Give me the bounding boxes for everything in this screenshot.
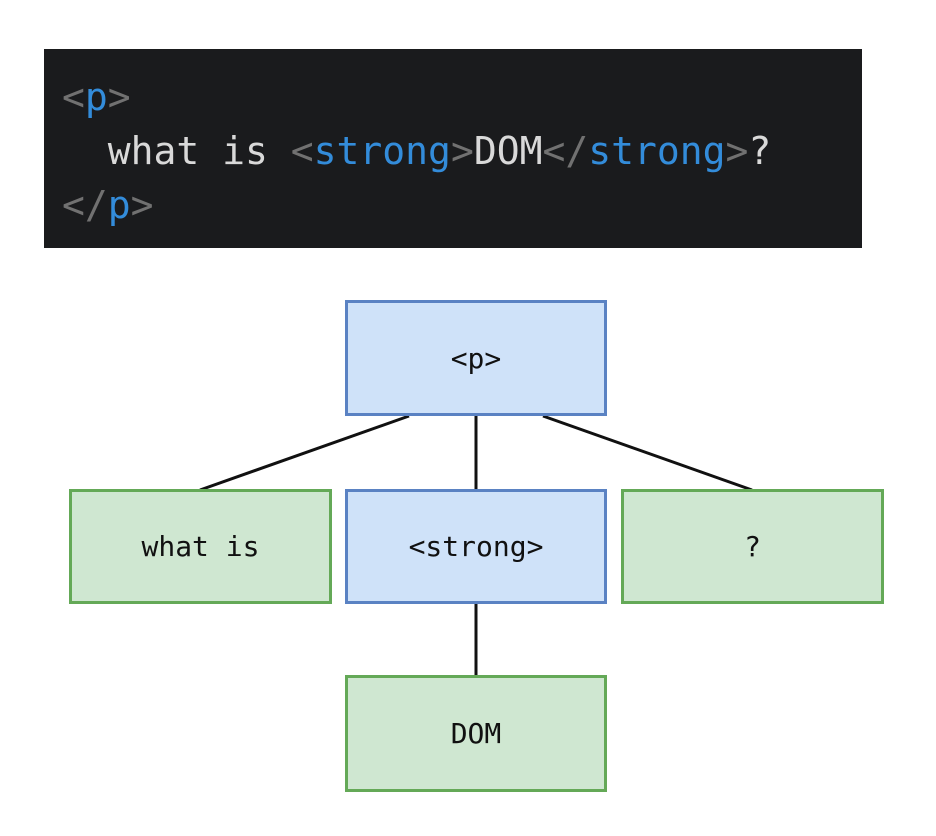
tree-node-dom: DOM [345, 675, 607, 792]
tree-node-label: what is [141, 530, 260, 563]
code-token: </ [62, 183, 108, 227]
code-token: > [450, 129, 474, 173]
code-token: ? [748, 129, 772, 173]
code-token: < [62, 75, 85, 119]
code-token: > [130, 183, 154, 227]
code-token: </ [542, 129, 589, 173]
code-token: p [107, 183, 131, 227]
code-token: what is [62, 129, 291, 173]
code-token: p [84, 75, 108, 119]
code-token: DOM [473, 129, 543, 173]
tree-node-strong: <strong> [345, 489, 607, 604]
tree-node-label: <p> [450, 341, 502, 375]
tree-node-what-is: what is [69, 489, 332, 604]
code-token: strong [588, 129, 726, 173]
code-token: < [290, 129, 314, 173]
code-line-2: what is <strong>DOM</strong>? [62, 124, 844, 178]
code-token: strong [313, 129, 451, 173]
tree-node-label: DOM [450, 717, 502, 750]
connector-p-to-what-is [199, 414, 410, 492]
tree-node-label: ? [744, 530, 761, 563]
code-line-3: </p> [62, 178, 844, 232]
html-code-snippet: <p> what is <strong>DOM</strong>? </p> [44, 49, 862, 248]
tree-node-p: <p> [345, 300, 607, 416]
tree-node-question: ? [621, 489, 884, 604]
code-token: > [107, 75, 131, 119]
tree-node-label: <strong> [408, 530, 544, 563]
code-line-1: <p> [62, 70, 844, 124]
code-token: > [725, 129, 749, 173]
connector-p-to-question [542, 414, 753, 492]
